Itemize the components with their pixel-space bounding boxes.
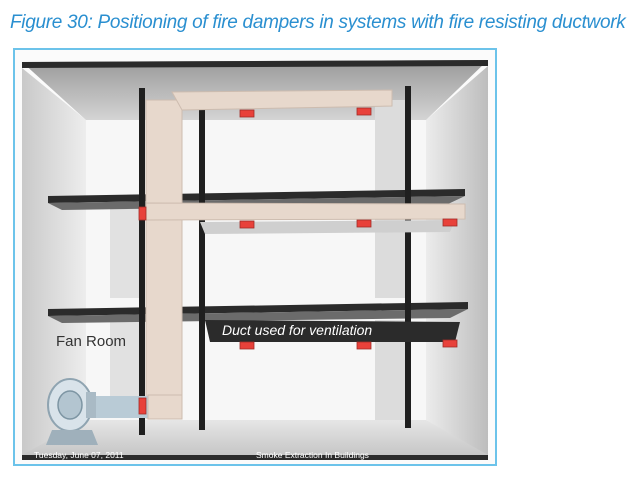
ground-slab — [22, 455, 488, 460]
fire-damper — [239, 109, 255, 118]
right-wall — [426, 66, 488, 458]
fan-room-label: Fan Room — [56, 333, 126, 350]
fire-damper — [442, 339, 458, 348]
column-left — [139, 88, 145, 435]
ventilation-duct — [205, 320, 460, 342]
roof-slab — [22, 60, 488, 68]
fan-connector-duct — [90, 396, 148, 418]
partition-left-mid — [110, 208, 144, 298]
fire-damper — [356, 107, 372, 116]
partition-right-top — [375, 100, 409, 195]
branch-duct — [200, 220, 455, 234]
fire-damper — [442, 218, 458, 227]
fire-damper — [239, 220, 255, 229]
duct-top-floor — [171, 89, 393, 111]
column-center — [199, 100, 205, 430]
fire-damper — [356, 341, 372, 350]
ceiling — [22, 60, 488, 120]
footer-date: Tuesday, June 07, 2011 — [34, 450, 124, 460]
footer-title: Smoke Extraction In Buildings — [256, 450, 369, 460]
column-right — [405, 86, 411, 428]
fire-damper — [356, 219, 372, 228]
left-wall — [22, 68, 86, 455]
fire-dampers — [138, 107, 458, 415]
fire-damper — [239, 341, 255, 350]
duct-ventilation-label: Duct used for ventilation — [222, 322, 372, 338]
fire-damper — [138, 206, 147, 221]
riser-duct — [145, 99, 183, 419]
figure-title: Figure 30: Positioning of fire dampers i… — [10, 12, 626, 33]
ground-floor — [22, 420, 488, 455]
duct-ground-connection — [147, 394, 183, 420]
fire-damper — [138, 397, 147, 415]
fan-icon — [46, 378, 98, 445]
duct-second-floor — [145, 202, 466, 221]
